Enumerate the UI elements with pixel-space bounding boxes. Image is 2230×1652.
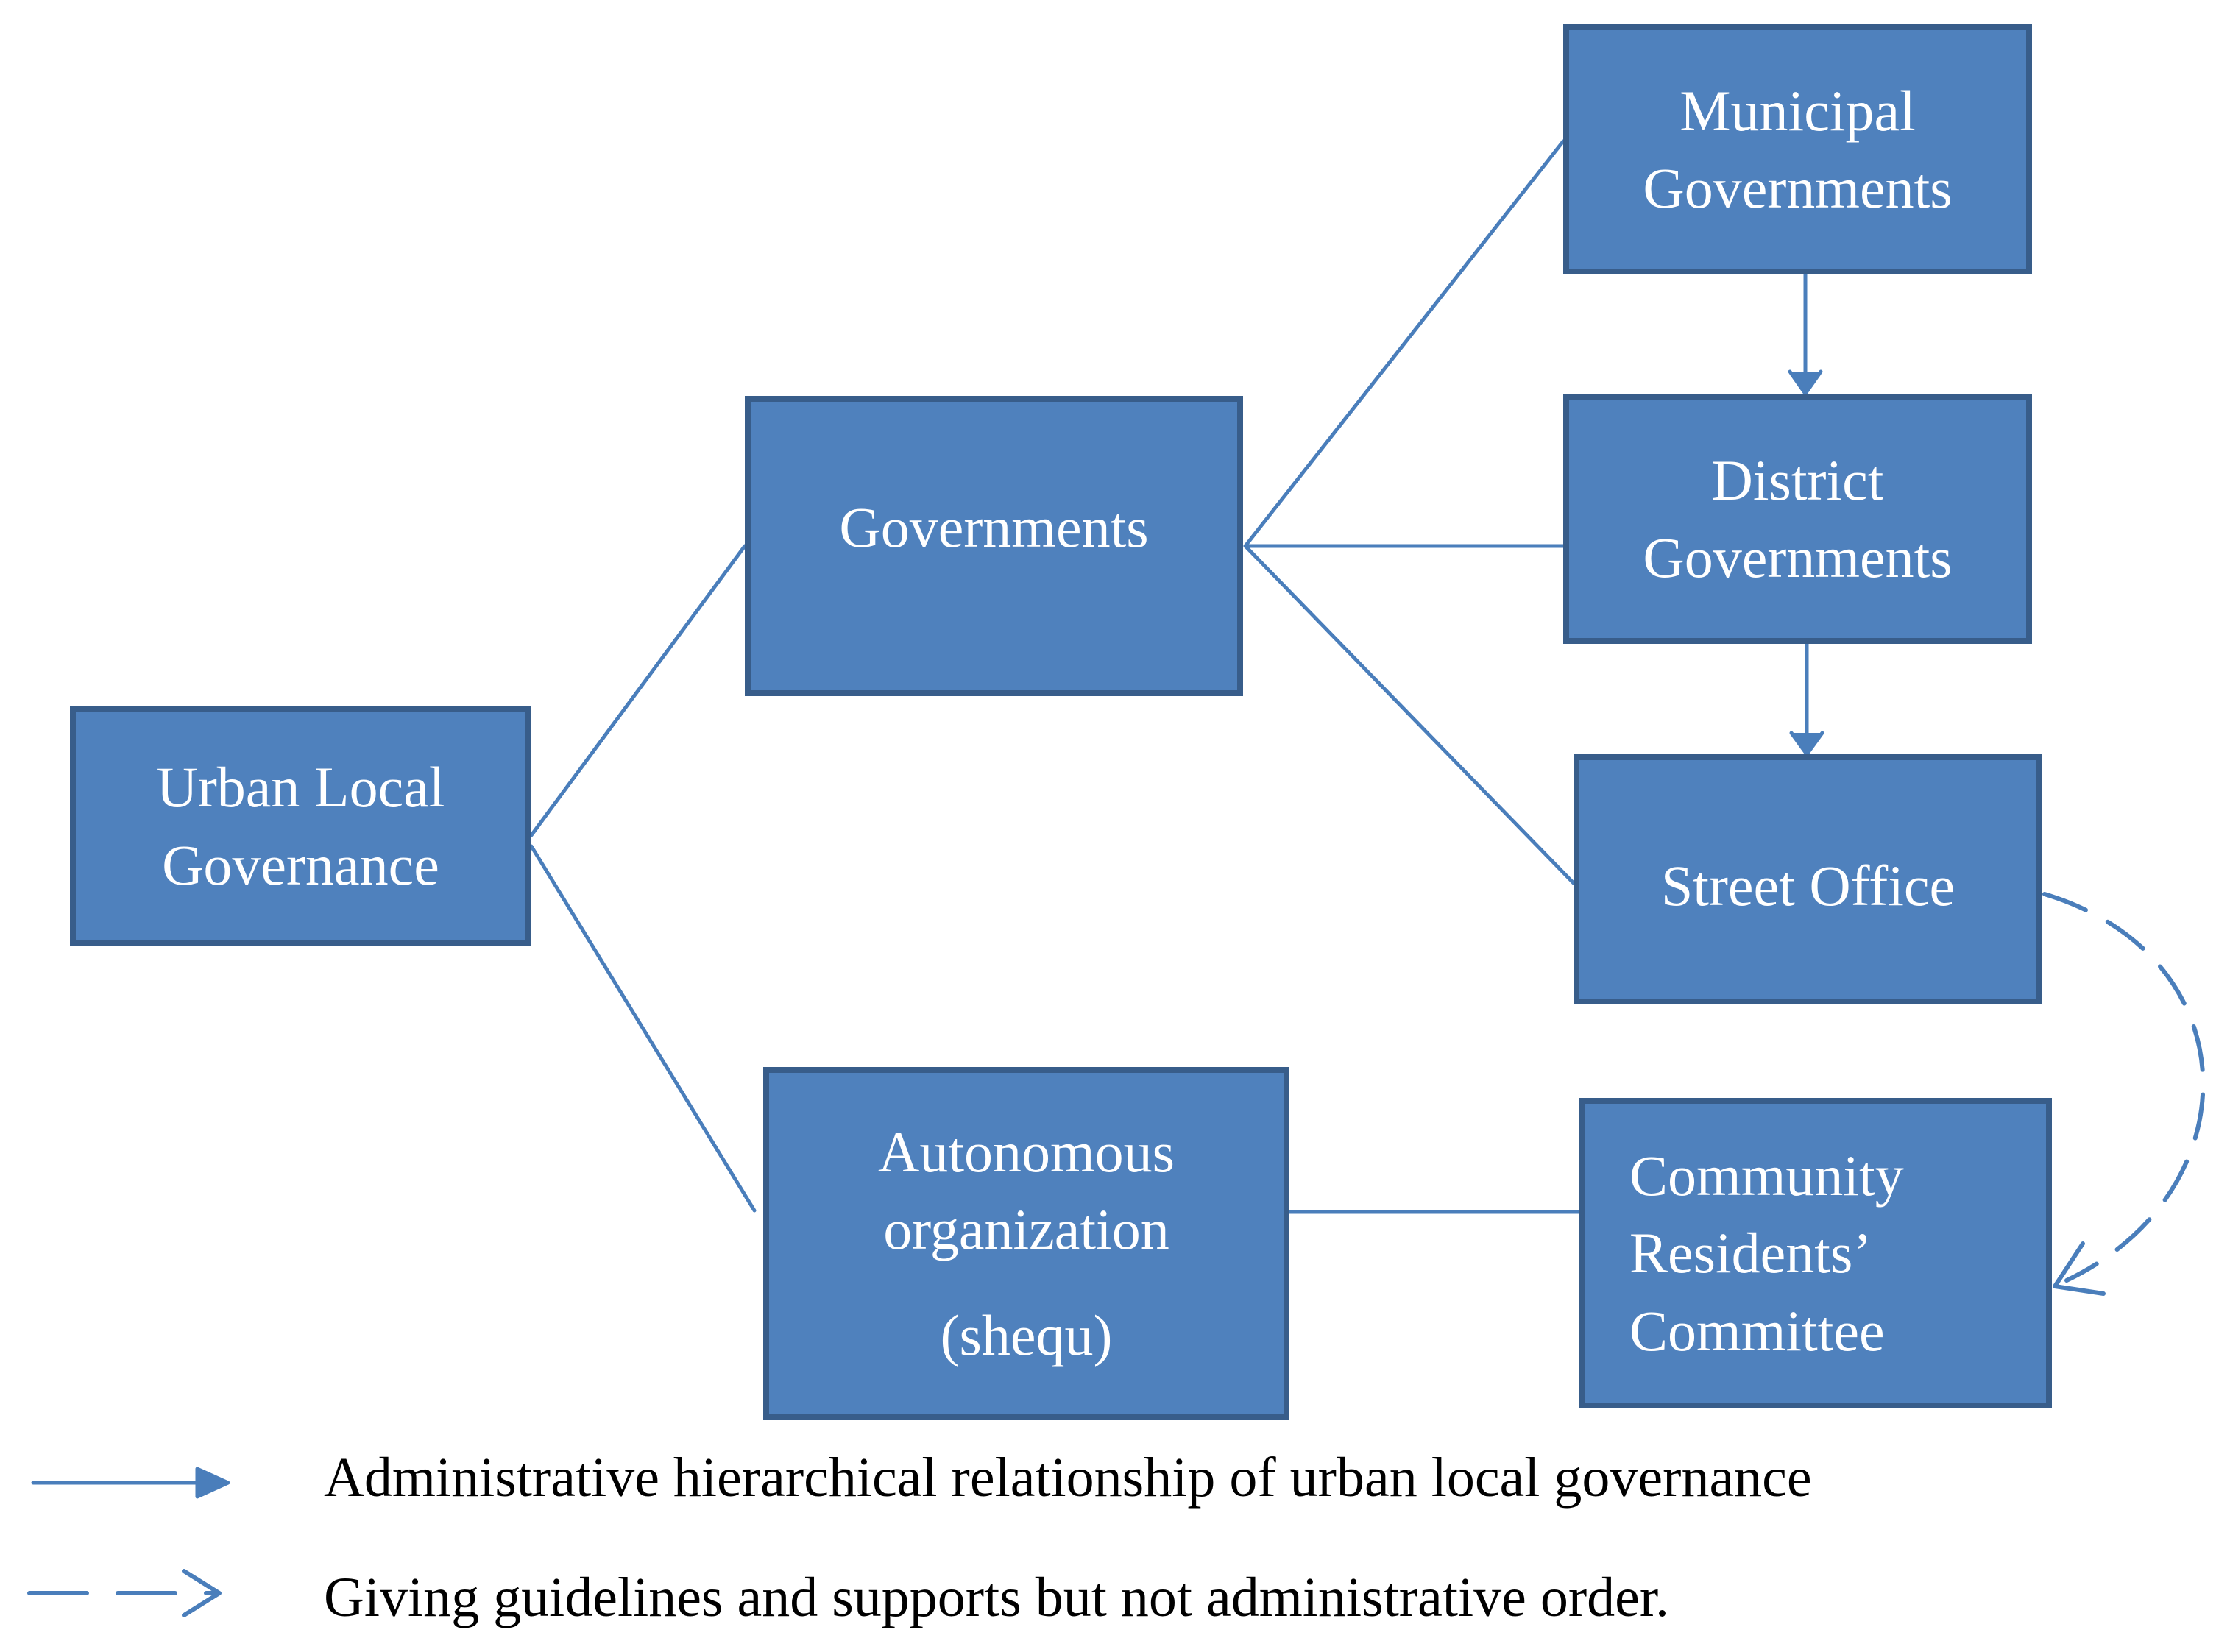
legend-dashed-label: Giving guidelines and supports but not a… bbox=[324, 1567, 1669, 1628]
node-label-line: organization bbox=[883, 1197, 1169, 1262]
arrowhead-district-to-street bbox=[1789, 731, 1824, 756]
legend-solid-label: Administrative hierarchical relationship… bbox=[324, 1447, 1812, 1509]
node-autonomous-organization: Autonomous organization (shequ) bbox=[763, 1067, 1289, 1420]
node-label-line: (shequ) bbox=[940, 1302, 1113, 1367]
link-urban-to-governments bbox=[529, 544, 747, 837]
node-governments: Governments bbox=[745, 396, 1243, 696]
node-label-line: Committee bbox=[1629, 1298, 1885, 1363]
node-label-line: Urban Local bbox=[156, 755, 445, 820]
node-urban-local-governance: Urban Local Governance bbox=[70, 706, 531, 946]
node-label-line: Residents’ bbox=[1629, 1221, 1872, 1286]
link-governments-to-street bbox=[1243, 544, 1576, 885]
legend-dashed-arrowhead bbox=[182, 1569, 222, 1617]
node-label-line: District bbox=[1711, 447, 1884, 512]
node-label-line: Governance bbox=[162, 832, 439, 897]
node-label-line: Governments bbox=[1643, 156, 1953, 220]
legend-solid-arrowhead bbox=[195, 1467, 230, 1499]
node-label-line: Governments bbox=[1643, 525, 1953, 589]
node-label-line: Street Office bbox=[1660, 854, 1955, 918]
dashed-arrowhead-street-to-committee bbox=[2053, 1241, 2106, 1296]
node-label-line: Governments bbox=[839, 495, 1149, 559]
dashed-arrow-street-to-committee bbox=[2042, 892, 2206, 1283]
node-label-line: Community bbox=[1629, 1144, 1904, 1208]
link-governments-to-municipal bbox=[1243, 139, 1565, 548]
node-street-office: Street Office bbox=[1574, 754, 2042, 1004]
node-municipal-governments: Municipal Governments bbox=[1563, 24, 2032, 274]
arrowhead-municipal-to-district bbox=[1788, 369, 1823, 396]
link-urban-to-autonomous bbox=[529, 844, 757, 1213]
node-label-line: Municipal bbox=[1679, 78, 1916, 143]
node-community-residents-committee: Community Residents’ Committee bbox=[1579, 1098, 2052, 1408]
node-label-line: Autonomous bbox=[877, 1120, 1175, 1185]
node-district-governments: District Governments bbox=[1563, 394, 2032, 644]
